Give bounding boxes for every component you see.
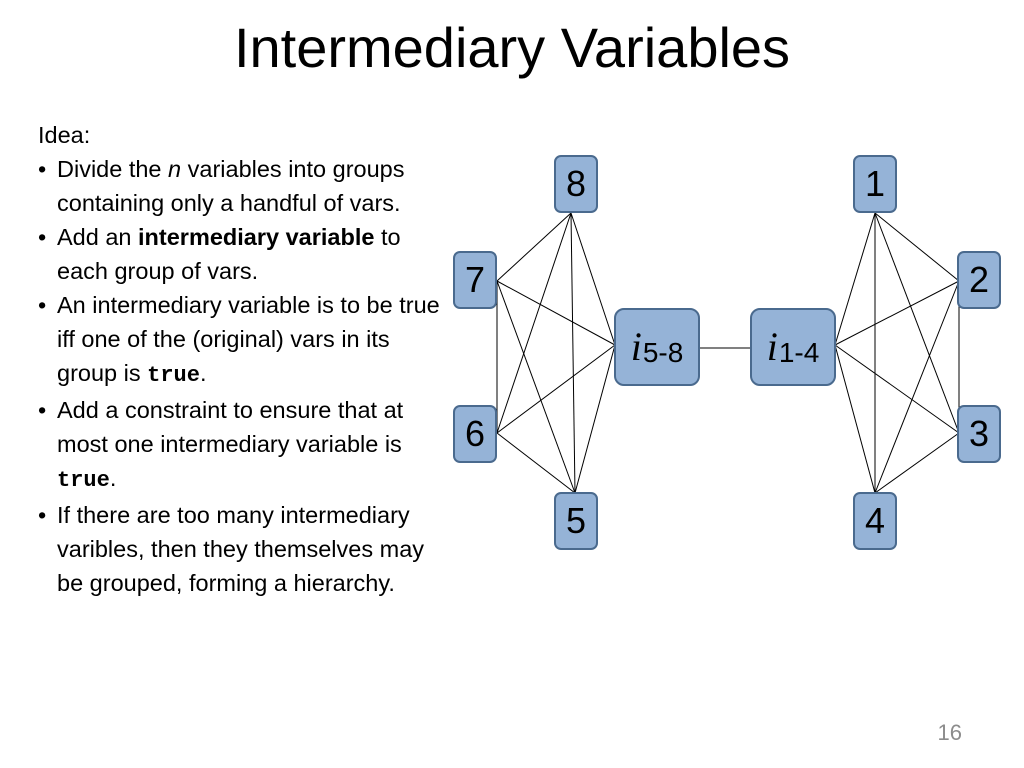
- edge-3-4: [874, 432, 960, 494]
- bullet-3-pre: An intermediary variable is to be true i…: [57, 292, 440, 386]
- idea-label: Idea:: [38, 122, 91, 148]
- node-1: 1: [853, 155, 897, 213]
- node-4: 4: [853, 492, 897, 550]
- slide-title: Intermediary Variables: [233, 16, 791, 79]
- node-2: 2: [957, 251, 1001, 309]
- bullet-1-em: n: [168, 156, 182, 182]
- node-7: 7: [453, 251, 497, 309]
- i58-var: i: [630, 324, 642, 369]
- edge-6-i58: [496, 344, 616, 434]
- edge-1-2: [874, 212, 960, 282]
- edge-6-5: [496, 432, 576, 494]
- node-3: 3: [957, 405, 1001, 463]
- edge-2-i14: [834, 280, 960, 346]
- page-number: 16: [937, 720, 962, 745]
- edge-8-5: [570, 212, 576, 494]
- bullet-2-post: to each group of vars.: [57, 224, 401, 284]
- bullet-1-pre: Divide the: [57, 156, 169, 182]
- edge-3-i14: [834, 344, 960, 434]
- edge-7-i58: [496, 280, 616, 346]
- edge-7-5: [496, 280, 576, 494]
- edge-8-i58: [570, 212, 616, 346]
- node-8: 8: [554, 155, 598, 213]
- edge-8-7: [496, 212, 572, 282]
- bullet-item-1: Divide the n variables into groups conta…: [38, 152, 448, 220]
- bullet-item-3: An intermediary variable is to be true i…: [38, 288, 448, 393]
- bullet-3-post: .: [199, 360, 207, 386]
- edge-2-4: [874, 280, 960, 494]
- bullet-2-strong: intermediary variable: [138, 224, 375, 250]
- edge-1-i14: [834, 212, 876, 346]
- bullet-item-2: Add an intermediary variable to each gro…: [38, 220, 448, 288]
- bullet-list: Idea: Divide the n variables into groups…: [38, 118, 448, 600]
- i14-var: i: [766, 324, 778, 369]
- bullet-5-text: If there are too many intermediary varib…: [57, 502, 425, 596]
- bullet-4-post: .: [109, 465, 117, 491]
- i58-sub: 5-8: [642, 337, 684, 368]
- bullet-2-pre: Add an: [57, 224, 139, 250]
- edge-1-3: [874, 212, 960, 434]
- bullet-item-4: Add a constraint to ensure that at most …: [38, 393, 448, 498]
- node-6: 6: [453, 405, 497, 463]
- i14-sub: 1-4: [778, 337, 820, 368]
- bullet-1-post: variables into groups containing only a …: [57, 156, 405, 216]
- bullet-4-pre: Add a constraint to ensure that at most …: [57, 397, 404, 457]
- bullet-4-code: true: [57, 468, 110, 493]
- edge-8-6: [496, 212, 572, 434]
- bullet-3-code: true: [147, 363, 200, 388]
- edge-4-i14: [834, 344, 876, 494]
- bullet-item-5: If there are too many intermediary varib…: [38, 498, 448, 600]
- edge-5-i58: [574, 344, 616, 494]
- node-5: 5: [554, 492, 598, 550]
